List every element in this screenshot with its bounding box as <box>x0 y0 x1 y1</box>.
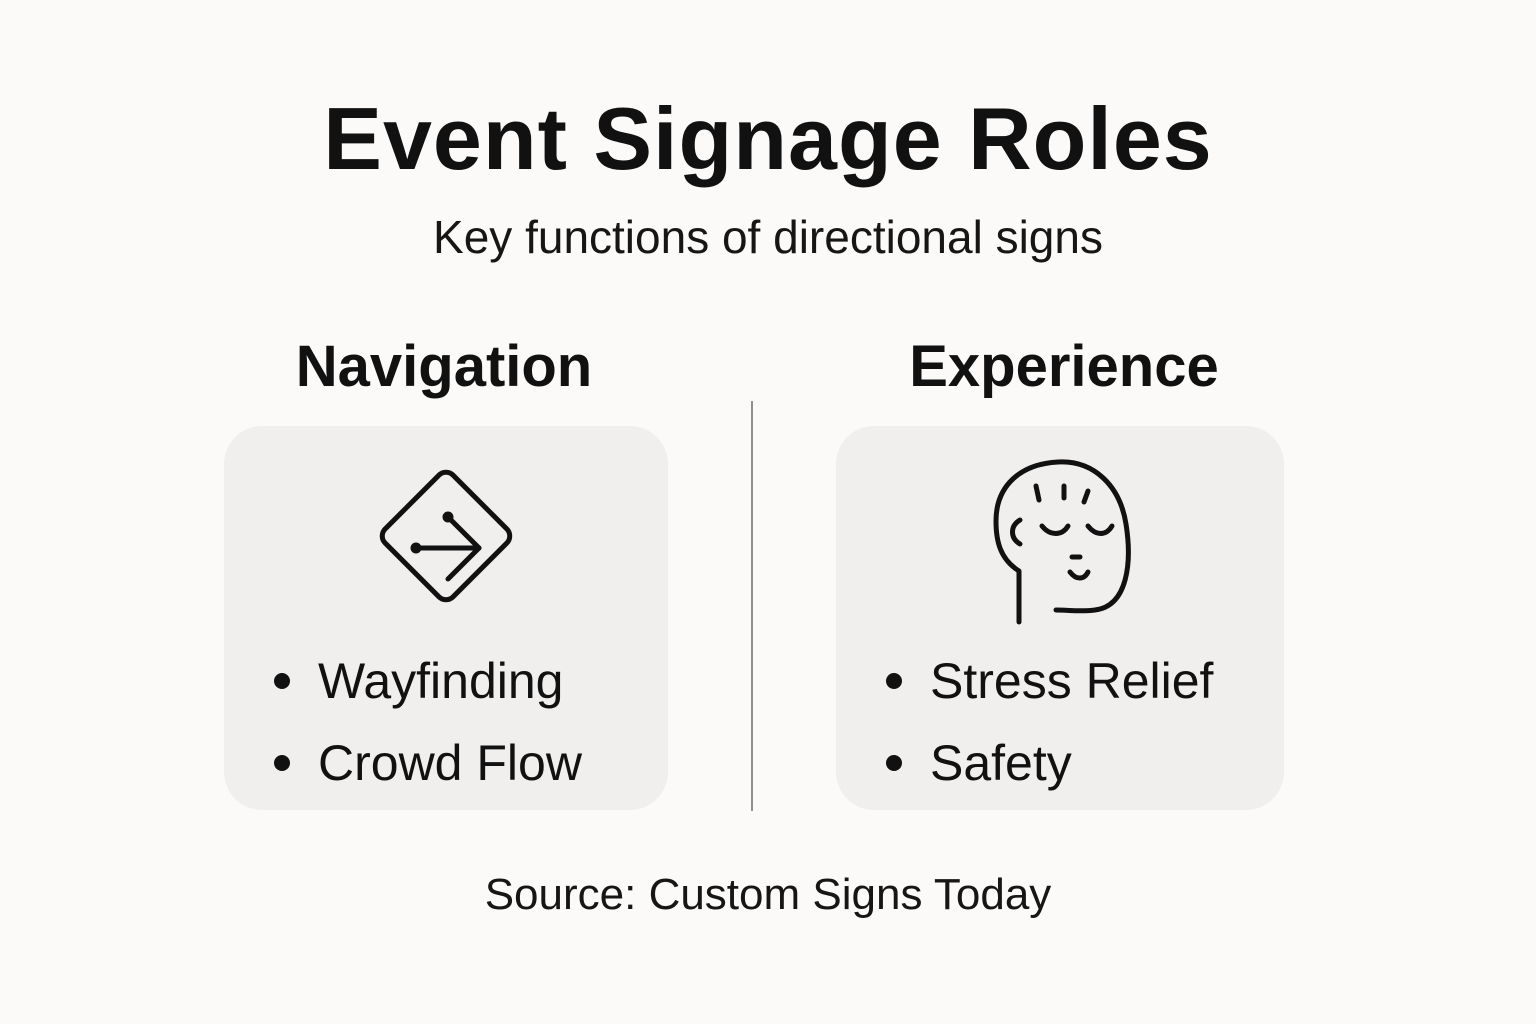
navigation-heading: Navigation <box>295 334 593 399</box>
source-caption: Source: Custom Signs Today <box>484 870 1052 919</box>
page-title: Event Signage Roles <box>323 89 1213 188</box>
page-subtitle: Key functions of directional signs <box>433 211 1103 263</box>
bullet-icon <box>886 755 902 771</box>
bullet-icon <box>274 673 290 689</box>
bullet-icon <box>274 755 290 771</box>
list-item: Safety <box>886 722 1213 804</box>
bullet-icon <box>886 673 902 689</box>
experience-list: Stress Relief Safety <box>886 640 1213 804</box>
calm-head-icon <box>970 446 1150 626</box>
list-item: Stress Relief <box>886 640 1213 722</box>
column-divider <box>751 401 753 811</box>
navigation-list: Wayfinding Crowd Flow <box>274 640 582 804</box>
diamond-arrow-sign-icon <box>356 446 536 626</box>
experience-heading: Experience <box>909 334 1219 399</box>
experience-card: Stress Relief Safety <box>836 426 1284 810</box>
list-item: Wayfinding <box>274 640 582 722</box>
navigation-card: Wayfinding Crowd Flow <box>224 426 668 810</box>
list-item: Crowd Flow <box>274 722 582 804</box>
